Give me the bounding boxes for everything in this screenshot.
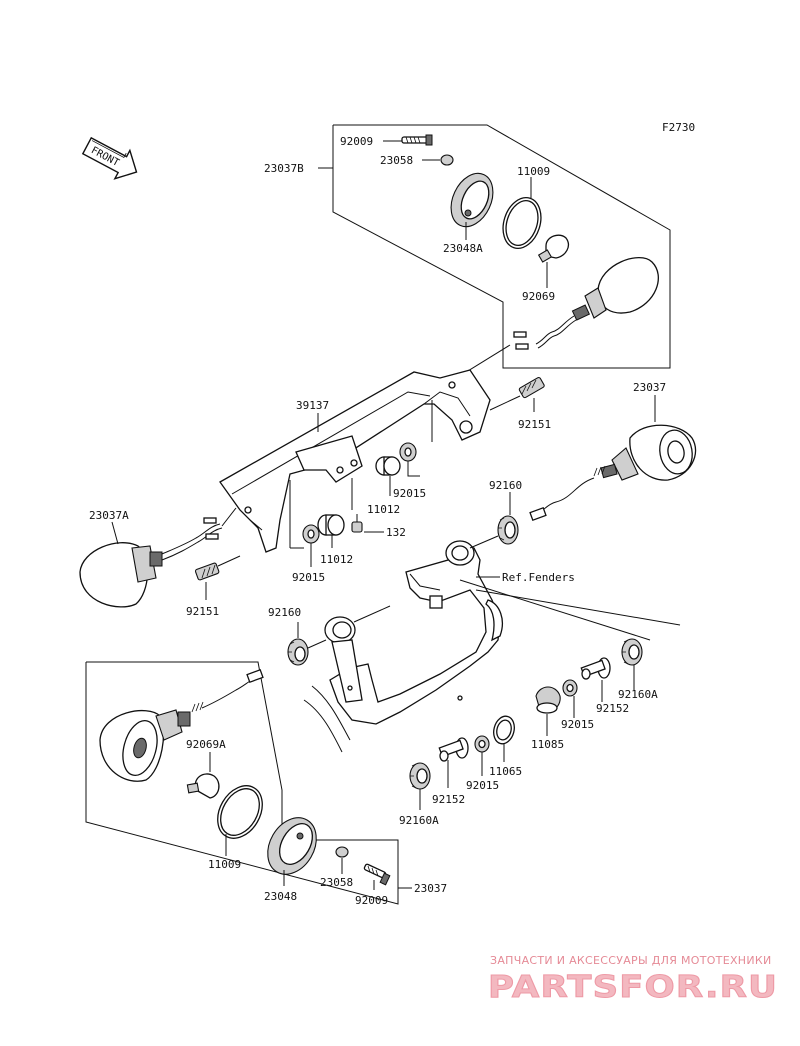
label-92151-left: 92151 [186,605,219,618]
nut-23058-lower [335,846,349,858]
lens-cover-23048 [267,817,317,875]
screw-132 [351,514,363,533]
screw-92009-lower [363,863,391,886]
front-arrow-icon: FRONT [81,136,138,180]
label-23037B: 23037B [264,162,304,175]
bolt-92151-left [194,562,220,581]
label-92160A-right: 92160A [618,688,658,701]
bushing-92152-right [580,657,611,680]
label-23037-lower: 23037 [414,882,447,895]
turn-signal-23037B-housing [513,257,659,350]
damper-92160-right [497,515,519,545]
label-92152-right: 92152 [596,702,629,715]
nut-92015-a [399,442,417,462]
label-11009-top: 11009 [517,165,550,178]
nut-92015-c [562,679,578,697]
bolt-92151-right [518,376,545,399]
damper-92160-left [287,638,309,666]
upper-group-frame [332,124,671,369]
lower-group-frame [85,661,399,905]
label-11009-lower: 11009 [208,858,241,871]
label-23058-lower: 23058 [320,876,353,889]
label-23058-top: 23058 [380,154,413,167]
label-92015-d: 92015 [466,779,499,792]
cap-11065 [493,715,515,745]
turn-signal-23037A-left [79,517,223,608]
turn-signal-23037-right [529,424,697,521]
label-11065: 11065 [489,765,522,778]
label-92151-right: 92151 [518,418,551,431]
reference-note: Ref.Fenders [502,571,575,584]
bushing-92152-left [438,737,469,762]
lens-cover-23048A [450,172,494,228]
label-92015-c: 92015 [561,718,594,731]
fender-frame-reference [303,540,503,753]
collar-11012-b [317,514,345,536]
turn-signal-23037-lower [99,669,264,782]
label-92009-top: 92009 [340,135,373,148]
label-11012-a: 11012 [367,503,400,516]
label-92015-b: 92015 [292,571,325,584]
label-92069A: 92069A [186,738,226,751]
label-11012-b: 11012 [320,553,353,566]
nut-92015-b [302,524,320,544]
label-92152-left: 92152 [432,793,465,806]
figure-code: F2730 [662,121,695,134]
watermark-tagline: ЗАПЧАСТИ И АКСЕССУАРЫ ДЛЯ МОТОТЕХНИКИ [490,954,772,967]
damper-92160A-right [621,638,643,666]
label-23037A: 23037A [89,509,129,522]
bulb-92069 [537,234,570,263]
label-92160A-left: 92160A [399,814,439,827]
nut-23058-top [440,154,454,166]
label-23048A: 23048A [443,242,483,255]
label-23037-right: 23037 [633,381,666,394]
label-92009-lower: 92009 [355,894,388,907]
watermark-logo: PARTSFOR.RU [488,970,778,1005]
cap-11085 [535,686,561,714]
screw-92009-top [401,134,433,146]
collar-11012-a [375,456,401,476]
label-132: 132 [386,526,406,539]
bulb-92069A [186,773,220,799]
label-92015-a: 92015 [393,487,426,500]
label-92160-left: 92160 [268,606,301,619]
label-11085: 11085 [531,738,564,751]
gasket-ring-11009-lower [217,785,263,839]
nut-92015-d [474,735,490,753]
damper-92160A-left [409,762,431,790]
gasket-ring-11009-top [502,197,542,249]
label-39137: 39137 [296,399,329,412]
label-92069: 92069 [522,290,555,303]
label-92160-right: 92160 [489,479,522,492]
label-23048: 23048 [264,890,297,903]
bracket-39137 [219,369,491,553]
